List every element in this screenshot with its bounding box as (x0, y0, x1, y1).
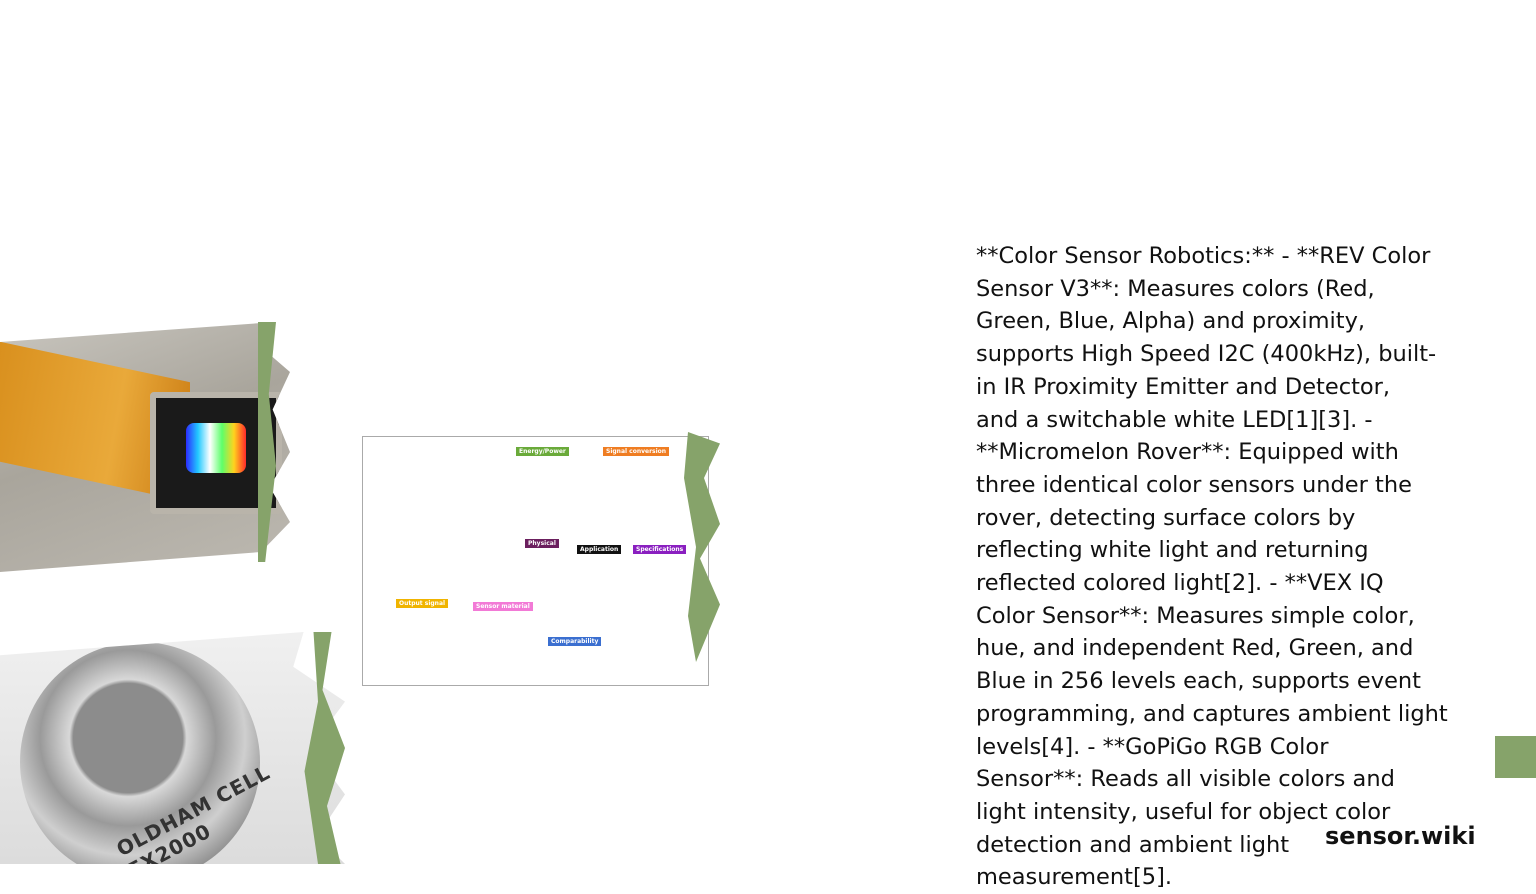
sensor-can (20, 642, 260, 864)
sensor-lens (186, 423, 246, 473)
diagram-box-physical: Physical (525, 539, 559, 548)
text-line: in IR Proximity Emitter and Detector, (976, 373, 1391, 400)
text-line: **Color Sensor Robotics:** - **REV Color (976, 243, 1431, 269)
accent-block (1495, 736, 1536, 778)
sensor-classification-diagram: Energy/Power Signal conversion Physical … (362, 436, 709, 686)
text-line: rover, detecting surface colors by (976, 504, 1356, 531)
camera-sensor-photo (0, 322, 290, 572)
brand-logo: sensor.wiki (1325, 822, 1476, 850)
text-line: Blue in 256 levels each, supports event (976, 668, 1421, 695)
text-line: reflected colored light[2]. - **VEX IQ (976, 570, 1384, 597)
text-line: hue, and independent Red, Green, and (976, 635, 1414, 662)
diagram-box-signal: Signal conversion (603, 447, 670, 456)
text-line: three identical color sensors under the (976, 471, 1412, 498)
text-line: detection and ambient light (976, 831, 1290, 858)
text-line: reflecting white light and returning (976, 537, 1369, 564)
diagram-box-energy: Energy/Power (516, 447, 569, 456)
diagram-box-comparability: Comparability (548, 637, 602, 646)
text-line: supports High Speed I2C (400kHz), built- (976, 341, 1437, 368)
text-line: measurement[5]. (976, 864, 1172, 891)
diagram-box-specifications: Specifications (633, 545, 687, 554)
text-line: **Micromelon Rover**: Equipped with (976, 439, 1399, 466)
diagram-box-output: Output signal (396, 599, 449, 608)
text-line: programming, and captures ambient light (976, 700, 1448, 727)
text-line: levels[4]. - **GoPiGo RGB Color (976, 733, 1329, 760)
text-line: Sensor**: Reads all visible colors and (976, 766, 1395, 793)
diagram-box-application: Application (577, 545, 622, 554)
gas-sensor-photo: OLDHAM CELL EX2000 (0, 632, 345, 864)
text-line: Sensor V3**: Measures colors (Red, (976, 275, 1375, 302)
text-line: Green, Blue, Alpha) and proximity, (976, 308, 1366, 335)
text-line: Color Sensor**: Measures simple color, (976, 602, 1415, 629)
text-line: light intensity, useful for object color (976, 798, 1391, 825)
diagram-box-material: Sensor material (473, 602, 533, 611)
text-line: and a switchable white LED[1][3]. - (976, 406, 1373, 433)
article-text: **Color Sensor Robotics:** - **REV Color… (976, 240, 1476, 894)
